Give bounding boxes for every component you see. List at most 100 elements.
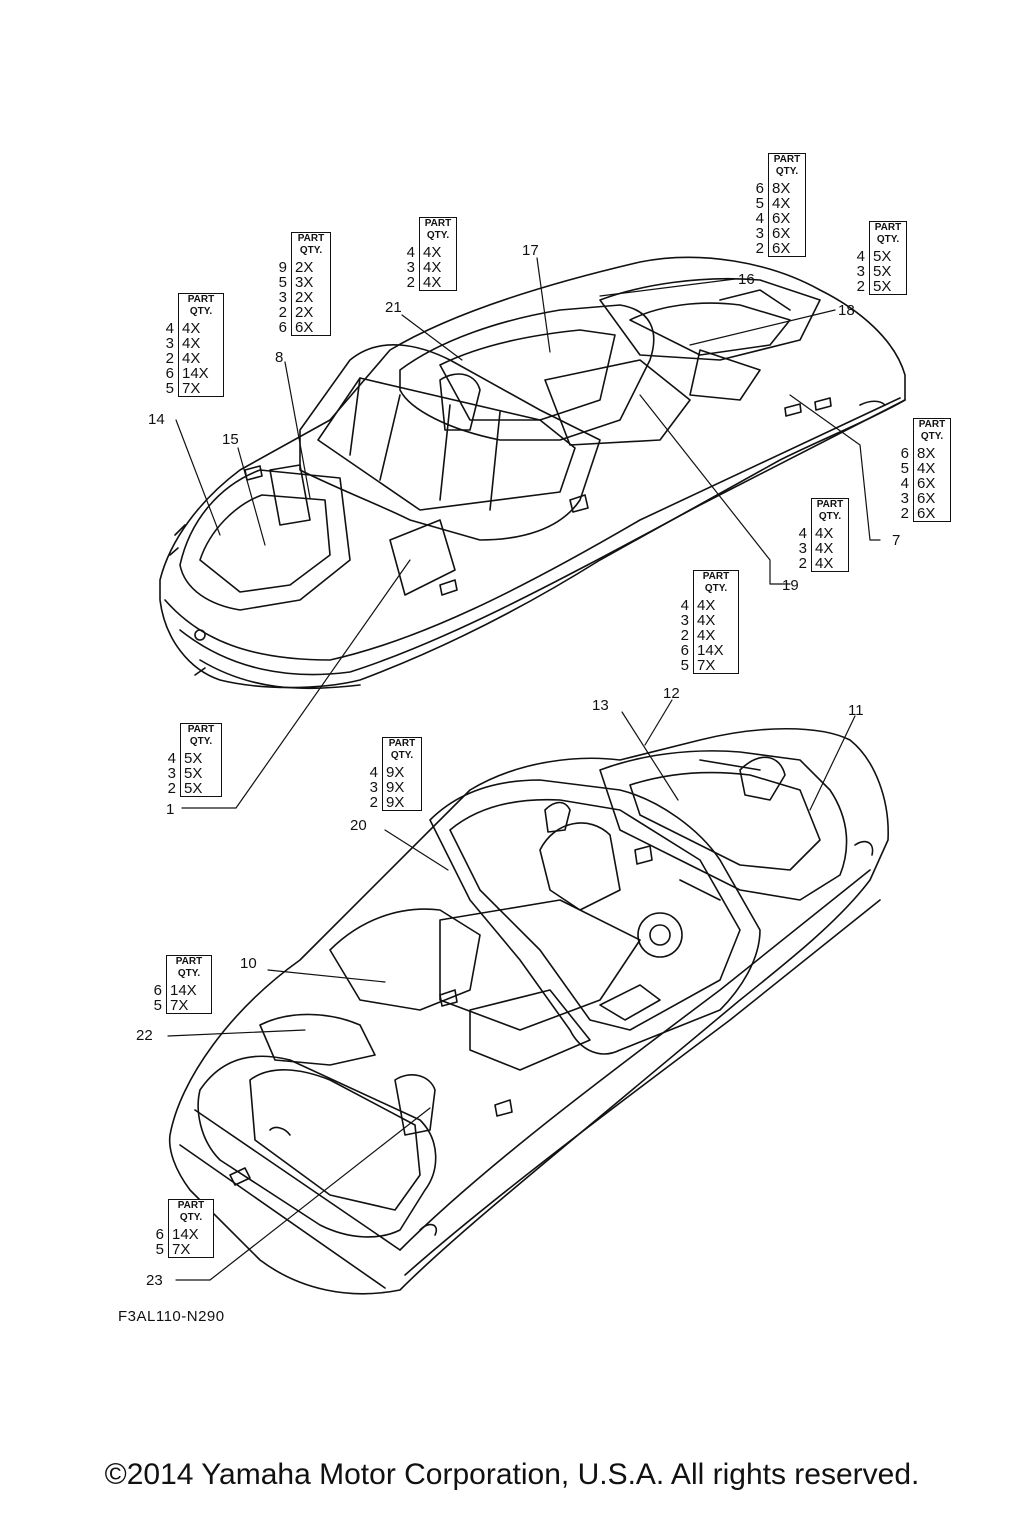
qty-label: QTY. bbox=[299, 245, 323, 256]
part-quantity: 5X bbox=[869, 279, 907, 295]
part-number: 2 bbox=[369, 794, 378, 811]
part-number: 4 bbox=[680, 597, 689, 614]
part-label: PART bbox=[702, 571, 730, 582]
callout-16: 16 bbox=[738, 271, 755, 288]
callout-13: 13 bbox=[592, 697, 609, 714]
qty-label: QTY. bbox=[390, 750, 414, 761]
part-label: PART bbox=[187, 294, 215, 305]
part-number: 4 bbox=[856, 248, 865, 265]
callout-11: 11 bbox=[848, 702, 864, 719]
part-quantity: 6X bbox=[913, 506, 951, 522]
callout-10: 10 bbox=[240, 955, 257, 972]
part-quantity: 4X bbox=[693, 628, 739, 644]
qty-label: QTY. bbox=[177, 968, 201, 979]
part-number: 3 bbox=[680, 612, 689, 629]
part-number: 4 bbox=[167, 750, 176, 767]
qty-label: QTY. bbox=[426, 230, 450, 241]
part-quantity: 7X bbox=[693, 658, 739, 674]
callout-21: 21 bbox=[385, 299, 402, 316]
part-number: 2 bbox=[856, 278, 865, 295]
part-number: 6 bbox=[755, 180, 764, 197]
part-number: 6 bbox=[900, 445, 909, 462]
part-label: PART bbox=[187, 724, 215, 735]
part-quantity: 14X bbox=[178, 366, 224, 382]
part-number: 5 bbox=[165, 380, 174, 397]
part-number: 6 bbox=[155, 1226, 164, 1243]
qty-label: QTY. bbox=[704, 583, 728, 594]
callout-15: 15 bbox=[222, 431, 239, 448]
part-number: 5 bbox=[900, 460, 909, 477]
callout-20: 20 bbox=[350, 817, 367, 834]
lower-boat-hull bbox=[168, 728, 889, 1295]
part-quantity: 6X bbox=[913, 491, 951, 507]
part-number: 4 bbox=[900, 475, 909, 492]
part-number: 2 bbox=[755, 240, 764, 257]
part-number: 3 bbox=[165, 335, 174, 352]
part-number: 3 bbox=[755, 225, 764, 242]
qty-label: QTY. bbox=[189, 306, 213, 317]
callout-23: 23 bbox=[146, 1272, 163, 1289]
part-quantity: 5X bbox=[180, 781, 222, 797]
callout-7: 7 bbox=[892, 532, 901, 549]
part-quantity: 4X bbox=[811, 526, 849, 542]
part-number: 4 bbox=[798, 525, 807, 542]
part-number: 5 bbox=[155, 1241, 164, 1258]
qty-label: QTY. bbox=[189, 736, 213, 747]
part-label: PART bbox=[177, 1200, 205, 1211]
part-number: 3 bbox=[369, 779, 378, 796]
part-quantity: 4X bbox=[419, 275, 457, 291]
part-number: 2 bbox=[406, 274, 415, 291]
part-number: 2 bbox=[798, 555, 807, 572]
callout-22: 22 bbox=[136, 1027, 153, 1044]
part-quantity: 4X bbox=[811, 556, 849, 572]
qty-label: QTY. bbox=[876, 234, 900, 245]
part-quantity: 5X bbox=[869, 264, 907, 280]
part-quantity: 6X bbox=[768, 241, 806, 257]
part-label: PART bbox=[388, 738, 416, 749]
callout-1: 1 bbox=[166, 801, 175, 818]
part-quantity: 5X bbox=[180, 766, 222, 782]
part-number: 3 bbox=[167, 765, 176, 782]
part-quantity: 4X bbox=[768, 196, 806, 212]
part-number: 3 bbox=[798, 540, 807, 557]
qty-label: QTY. bbox=[179, 1212, 203, 1223]
leader-lines bbox=[167, 257, 881, 1281]
part-number: 6 bbox=[153, 982, 162, 999]
part-number: 2 bbox=[278, 304, 287, 321]
part-quantity: 7X bbox=[168, 1242, 214, 1258]
part-quantity: 7X bbox=[166, 998, 212, 1014]
part-quantity: 9X bbox=[382, 765, 422, 781]
figure-code: F3AL110-N290 bbox=[118, 1308, 225, 1325]
qty-label: QTY. bbox=[920, 431, 944, 442]
part-label: PART bbox=[424, 218, 452, 229]
part-number: 6 bbox=[278, 319, 287, 336]
part-label: PART bbox=[874, 222, 902, 233]
part-label: PART bbox=[297, 233, 325, 244]
part-number: 5 bbox=[153, 997, 162, 1014]
part-quantity: 7X bbox=[178, 381, 224, 397]
callout-8: 8 bbox=[275, 349, 284, 366]
part-number: 2 bbox=[167, 780, 176, 797]
part-quantity: 9X bbox=[382, 795, 422, 811]
part-number: 3 bbox=[406, 259, 415, 276]
part-number: 5 bbox=[278, 274, 287, 291]
part-quantity: 6X bbox=[291, 320, 331, 336]
copyright-notice: ©2014 Yamaha Motor Corporation, U.S.A. A… bbox=[104, 1458, 920, 1491]
qty-label: QTY. bbox=[818, 511, 842, 522]
part-number: 4 bbox=[406, 244, 415, 261]
part-number: 4 bbox=[755, 210, 764, 227]
part-quantity: 14X bbox=[168, 1227, 214, 1243]
part-label: PART bbox=[773, 154, 801, 165]
callout-17: 17 bbox=[522, 242, 539, 259]
part-number: 2 bbox=[900, 505, 909, 522]
